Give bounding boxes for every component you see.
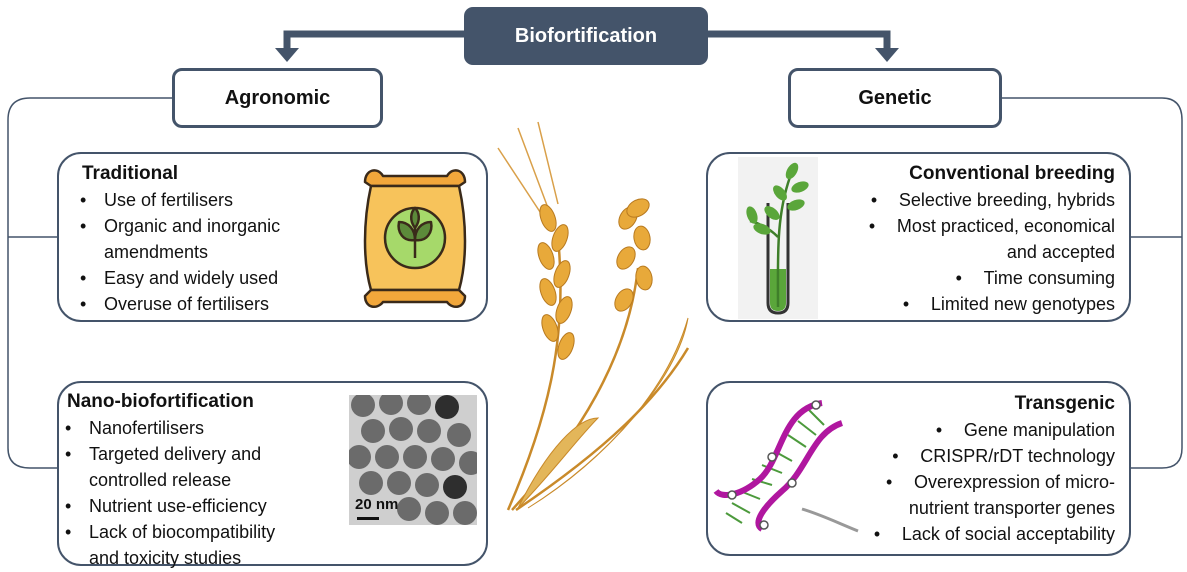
- tem-micrograph: 20 nm: [349, 395, 477, 525]
- bracket-right: [1002, 97, 1183, 469]
- list-item: •Gene manipulation: [935, 420, 1115, 440]
- arrow-head-right: [875, 48, 899, 62]
- traditional-panel: Traditional Use of fertilisers Organic a…: [57, 152, 488, 322]
- list-item: •Limited new genotypes: [902, 294, 1115, 314]
- traditional-title: Traditional: [82, 163, 179, 184]
- list-item: •CRISPR/rDT technology: [892, 446, 1115, 466]
- wheat-stem: [515, 347, 690, 512]
- nano-biofortification-panel: Nano-biofortification Nanofertilisers Ta…: [57, 381, 488, 568]
- conventional-title: Conventional breeding: [909, 163, 1115, 184]
- list-item-continuation: controlled release: [89, 470, 232, 490]
- agronomic-label: Agronomic: [172, 68, 383, 128]
- list-item: Targeted delivery and: [59, 441, 275, 467]
- transgenic-title: Transgenic: [1014, 393, 1115, 414]
- list-item-continuation: nutrient transporter genes: [908, 498, 1115, 518]
- traditional-list: Use of fertilisers Organic and inorganic…: [74, 187, 280, 317]
- fertiliser-bag-icon: [363, 169, 467, 309]
- arrow-line-right: [708, 30, 891, 50]
- scale-bar-label: 20 nm: [355, 496, 399, 513]
- genetic-label: Genetic: [788, 68, 1002, 128]
- wheat-grain-illustration: [497, 121, 690, 512]
- list-item: Nanofertilisers: [59, 415, 275, 441]
- nano-list: Nanofertilisers Targeted delivery and co…: [59, 415, 275, 571]
- conventional-breeding-panel: Conventional breeding •Selective breedin…: [706, 152, 1131, 322]
- list-item-continuation: and toxicity studies: [89, 548, 242, 568]
- transgenic-panel: Transgenic •Gene manipulation •CRISPR/rD…: [706, 381, 1131, 556]
- wheat-leaf: [517, 417, 600, 509]
- list-item: Organic and inorganic: [74, 213, 280, 239]
- list-item: Easy and widely used: [74, 265, 280, 291]
- dna-helix-icon: [713, 400, 859, 533]
- test-tube-plant-icon: [738, 157, 818, 319]
- list-item: Lack of biocompatibility: [59, 519, 275, 545]
- list-item: •Selective breeding, hybrids: [870, 190, 1115, 210]
- list-item: •Time consuming: [955, 268, 1115, 288]
- nano-title: Nano-biofortification: [67, 391, 254, 412]
- list-item-continuation: and accepted: [1006, 242, 1115, 262]
- arrow-line-left: [283, 30, 464, 50]
- conventional-list: •Selective breeding, hybrids •Most pract…: [815, 187, 1115, 317]
- list-item: •Most practiced, economical: [868, 216, 1115, 236]
- list-item: •Lack of social acceptability: [873, 524, 1115, 544]
- bracket-left: [7, 97, 173, 469]
- list-item-continuation: amendments: [104, 242, 209, 262]
- list-item: Overuse of fertilisers: [74, 291, 280, 317]
- list-item: Nutrient use-efficiency: [59, 493, 275, 519]
- arrow-head-left: [275, 48, 299, 62]
- wheat-awns: [497, 121, 559, 219]
- list-item: Use of fertilisers: [74, 187, 280, 213]
- list-item: •Overexpression of micro-: [885, 472, 1115, 492]
- wheat-leaf: [527, 317, 689, 509]
- nanoparticle-image: [349, 395, 477, 525]
- biofortification-title: Biofortification: [464, 7, 708, 65]
- transgenic-list: •Gene manipulation •CRISPR/rDT technolog…: [815, 417, 1115, 547]
